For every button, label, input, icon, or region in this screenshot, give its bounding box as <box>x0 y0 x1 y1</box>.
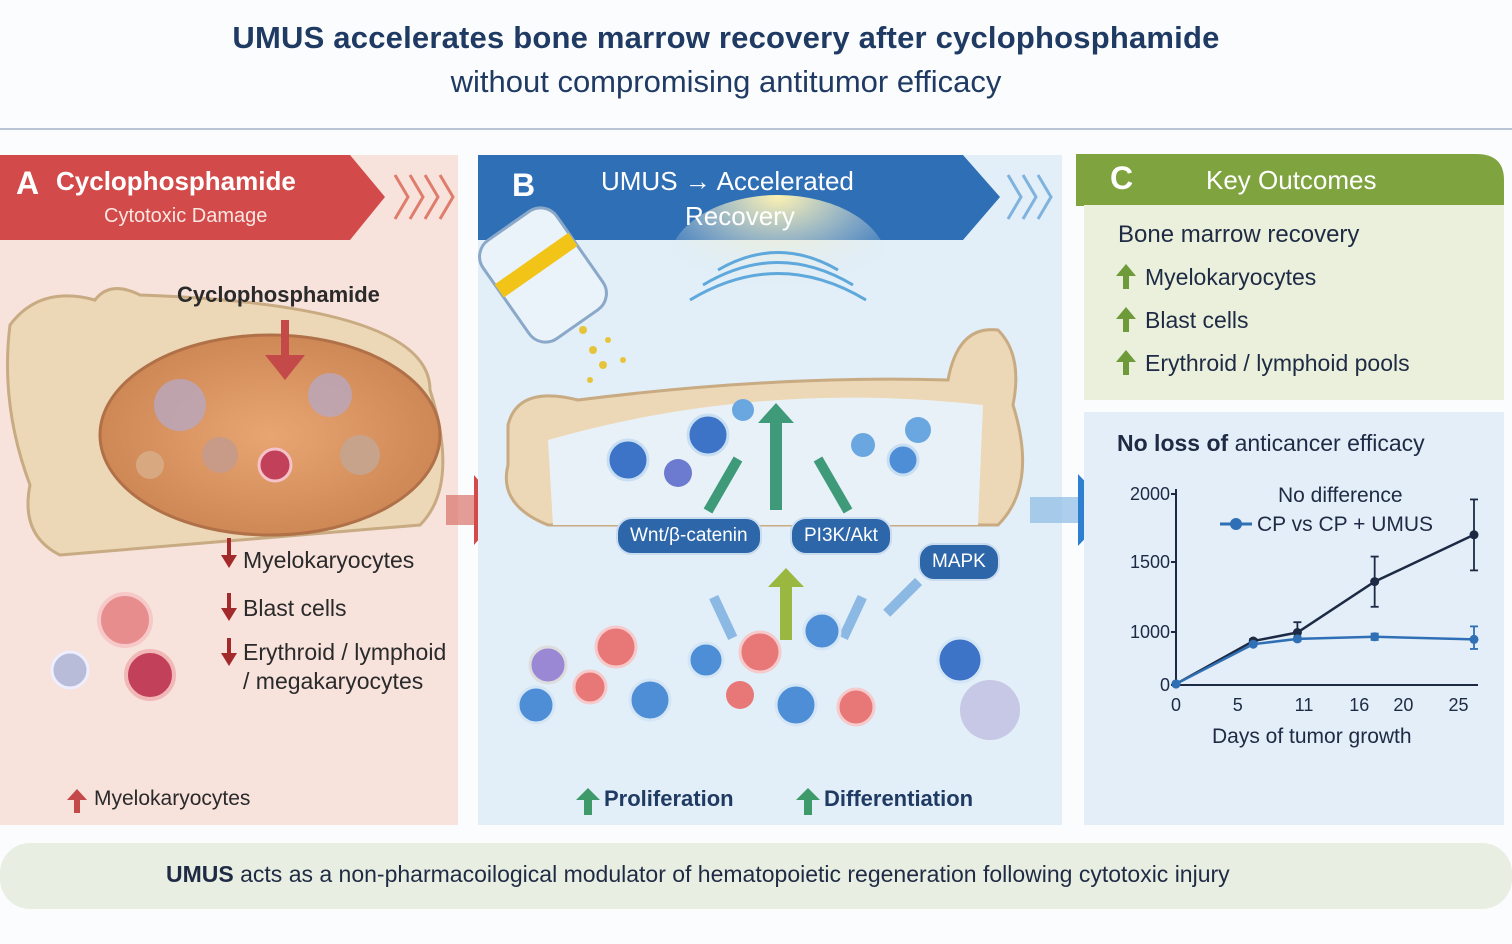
legend-marker <box>1230 518 1242 530</box>
chevrons-b <box>1006 174 1053 220</box>
panel-c-heading: Key Outcomes <box>1206 165 1377 195</box>
decrease-blast-cells: Blast cells <box>243 595 347 621</box>
panel-b-illustration <box>478 155 1062 825</box>
panel-b-letter: B <box>512 167 536 203</box>
title-line-1: UMUS accelerates bone marrow recovery af… <box>232 20 1220 55</box>
title-line-2: without compromising antitumor efficacy <box>450 64 1002 99</box>
y-tick-label: 1500 <box>1130 552 1170 572</box>
recovery-item-3: Erythroid / lymphoid pools <box>1145 350 1410 376</box>
pathway-mapk: MAPK <box>918 543 1000 581</box>
data-point <box>1248 639 1258 649</box>
signaling-arrows-up <box>703 403 853 514</box>
panel-a: A Cyclophosphamide Cytotoxic Damage Cycl… <box>0 155 458 825</box>
chart-legend-label: CP vs CP + UMUS <box>1257 513 1434 536</box>
footer-rest: acts as a non-pharmacoilogical modulator… <box>240 861 1230 887</box>
x-tick-label: 25 <box>1449 695 1469 715</box>
decrease-arrows <box>221 538 237 666</box>
y-tick-label: 0 <box>1160 675 1170 695</box>
data-point <box>1292 628 1302 638</box>
y-tick-label: 2000 <box>1130 484 1170 504</box>
efficacy-title-rest: anticancer efficacy <box>1234 430 1425 456</box>
increase-arrows-b <box>576 788 820 815</box>
panel-c-recovery: Bone marrow recovery Myelokaryocytes Bla… <box>1084 205 1504 400</box>
outcome-differentiation: Differentiation <box>824 786 974 811</box>
increase-arrow-a <box>67 789 87 813</box>
panel-b: B UMUS → Accelerated Recovery Wnt/β-cate… <box>478 155 1062 825</box>
pathway-pi3k: PI3K/Akt <box>790 517 892 555</box>
drug-label: Cyclophosphamide <box>177 282 380 307</box>
ultrasound-probe <box>478 206 626 383</box>
x-tick-label: 16 <box>1349 695 1369 715</box>
bone-a <box>6 287 445 557</box>
panel-c-efficacy: No loss of anticancer efficacy 0 1000 1500… <box>1084 412 1504 825</box>
recovery-title: Bone marrow recovery <box>1118 221 1360 248</box>
ultrasound-waves <box>689 251 867 302</box>
panel-b-heading-2: Recovery <box>685 201 795 231</box>
panel-a-illustration <box>0 155 458 825</box>
cell-a-1 <box>97 592 153 648</box>
panel-b-banner <box>478 155 1000 240</box>
tumor-growth-chart: 0 1000 1500 2000 0 5 11 16 20 25 <box>1130 484 1479 715</box>
panel-b-heading-1: UMUS → Accelerated <box>601 166 854 196</box>
increase-myelokaryocytes-a: Myelokaryocytes <box>94 787 251 810</box>
recovery-item-1: Myelokaryocytes <box>1145 264 1317 290</box>
data-point <box>1370 577 1380 587</box>
data-point <box>1171 679 1181 689</box>
data-point <box>1292 634 1302 644</box>
title-divider <box>0 128 1512 130</box>
data-point <box>1469 530 1479 540</box>
x-tick-label: 0 <box>1171 695 1181 715</box>
bone-b <box>504 328 1025 527</box>
footer-banner: UMUS acts as a non-pharmacoilogical modu… <box>0 843 1512 909</box>
series-line-2 <box>1175 635 1475 686</box>
figure-title: UMUS accelerates bone marrow recovery af… <box>0 20 1512 100</box>
lower-cells-b <box>516 611 1020 740</box>
chevrons-a <box>393 174 455 220</box>
signaling-arrows-lower <box>709 568 923 640</box>
efficacy-title-bold: No loss of <box>1117 430 1229 456</box>
x-tick-label: 5 <box>1233 695 1243 715</box>
footer-text: UMUS acts as a non-pharmacoilogical modu… <box>166 861 1230 888</box>
chart-annotation: No difference <box>1278 484 1403 507</box>
efficacy-title: No loss of anticancer efficacy <box>1117 430 1425 457</box>
x-tick-label: 20 <box>1393 695 1413 715</box>
data-point <box>1370 632 1380 642</box>
decrease-erythroid: Erythroid / lymphoid <box>243 639 447 665</box>
panel-a-subheading: Cytotoxic Damage <box>104 205 268 227</box>
panel-c-banner <box>1076 154 1504 206</box>
recovery-arrows <box>1116 264 1136 375</box>
x-tick-label: 11 <box>1295 695 1314 715</box>
pathway-wnt: Wnt/β-catenin <box>616 517 762 555</box>
decrease-myelokaryocytes: Myelokaryocytes <box>243 547 415 573</box>
decrease-megakaryocytes: / megakaryocytes <box>243 668 424 694</box>
outcome-proliferation: Proliferation <box>604 786 734 811</box>
panel-c-letter: C <box>1110 160 1134 196</box>
recovery-item-2: Blast cells <box>1145 307 1249 333</box>
panel-a-letter: A <box>16 165 40 201</box>
panel-a-banner <box>0 155 385 240</box>
chart-xlabel: Days of tumor growth <box>1212 725 1412 748</box>
data-point <box>1469 634 1479 644</box>
panel-a-heading: Cyclophosphamide <box>56 166 296 196</box>
footer-bold: UMUS <box>166 861 234 887</box>
y-tick-label: 1000 <box>1130 622 1170 642</box>
cell-a-3 <box>50 650 90 690</box>
cell-a-2 <box>124 649 176 701</box>
